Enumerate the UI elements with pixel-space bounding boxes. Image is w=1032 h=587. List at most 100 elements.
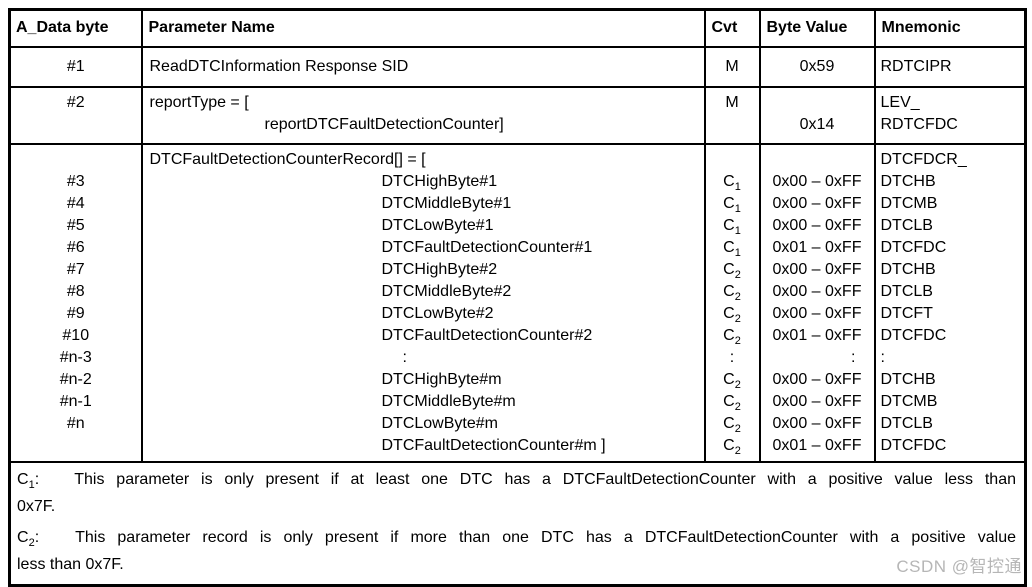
cvt-line (706, 114, 759, 136)
value-line: 0x00 – 0xFF (772, 414, 862, 432)
mnemonic-line: DTCFDCR_ (880, 150, 967, 168)
notes-row: C1: This parameter is only present if at… (8, 460, 1027, 587)
cvt-line: C2 (723, 436, 741, 457)
footnote-line: C1: This parameter is only present if at… (17, 470, 1016, 491)
mnemonic-line: DTCFDC (880, 326, 947, 344)
param-line: DTCLowByte#2 (381, 304, 494, 322)
footnote-line: 0x7F. (17, 497, 56, 515)
row-report-type-cvt-cell: M (703, 85, 761, 145)
cvt-line: C2 (723, 392, 741, 413)
param-line: DTCFaultDetectionCounter#1 (381, 238, 593, 256)
param-line: : (402, 348, 407, 366)
param-line: reportDTCFaultDetectionCounter] (264, 115, 504, 133)
byte-line: #7 (66, 260, 85, 278)
value-line: : (851, 348, 856, 366)
param-line: DTCHighByte#m (381, 370, 502, 388)
mnemonic-line: RDTCFDC (880, 115, 958, 133)
mnemonic-line: DTCMB (880, 392, 938, 410)
cvt-line: M (725, 93, 739, 111)
byte-line: #n-3 (59, 348, 92, 366)
value-line: 0x00 – 0xFF (772, 370, 862, 388)
cvt-line: C2 (723, 414, 741, 435)
byte-line: #n-2 (59, 370, 92, 388)
value-line: 0x00 – 0xFF (772, 216, 862, 234)
csdn-watermark: CSDN @智控通 (896, 557, 1022, 576)
cvt-line: C1 (723, 238, 741, 259)
row-record-byte-cell: #3#4#5#6#7#8#9#10#n-3#n-2#n-1#n (8, 142, 143, 463)
mnemonic-line: : (880, 348, 885, 366)
mnemonic-line: DTCMB (880, 194, 938, 212)
cvt-line: C2 (723, 370, 741, 391)
param-line: DTCMiddleByte#1 (381, 194, 512, 212)
row-sid-mnemonic-cell: RDTCIPR (873, 45, 1027, 88)
cvt-line: C1 (723, 172, 741, 193)
column-header-byte-value: Byte Value (758, 8, 876, 48)
byte-line (11, 435, 141, 457)
value-line: 0x01 – 0xFF (772, 436, 862, 454)
value-line: 0x00 – 0xFF (772, 172, 862, 190)
table-footnotes: C1: This parameter is only present if at… (8, 460, 1027, 587)
mnemonic-line: LEV_ (880, 93, 920, 111)
footnote-line: C2: This parameter record is only presen… (17, 528, 1016, 549)
value-line: 0x59 (799, 57, 835, 75)
byte-line (11, 149, 141, 171)
row-sid-value-cell: 0x59 (758, 45, 876, 88)
mnemonic-line: DTCFT (880, 304, 933, 322)
param-line: DTCHighByte#1 (381, 172, 498, 190)
byte-line: #2 (66, 93, 85, 111)
mnemonic-line: DTCFDC (880, 436, 947, 454)
cvt-line: C1 (723, 216, 741, 237)
column-header-mnemonic: Mnemonic (873, 8, 1027, 48)
footnote-c1: C1: This parameter is only present if at… (17, 469, 1016, 518)
value-line: 0x00 – 0xFF (772, 392, 862, 410)
value-line (761, 92, 874, 114)
cvt-line (706, 149, 759, 171)
param-line: reportType = [ (149, 93, 249, 111)
param-line: DTCMiddleByte#2 (381, 282, 512, 300)
value-line: 0x00 – 0xFF (772, 282, 862, 300)
value-line: 0x00 – 0xFF (772, 260, 862, 278)
row-report-type: #2 reportType = [ reportDTCFaultDetectionC… (8, 85, 1027, 145)
param-line: DTCLowByte#1 (381, 216, 494, 234)
param-line: ReadDTCInformation Response SID (149, 57, 409, 75)
param-line: DTCFaultDetectionCounterRecord[] = [ (149, 150, 426, 168)
cvt-line: C2 (723, 326, 741, 347)
column-header-a-data-byte: A_Data byte (8, 8, 143, 48)
header-row: A_Data byte Parameter Name Cvt Byte Valu… (8, 8, 1027, 48)
column-header-cvt: Cvt (703, 8, 761, 48)
cvt-line: M (725, 57, 739, 75)
value-line: 0x01 – 0xFF (772, 238, 862, 256)
value-line: 0x01 – 0xFF (772, 326, 862, 344)
byte-line: #n-1 (59, 392, 92, 410)
param-line: DTCMiddleByte#m (381, 392, 516, 410)
row-report-type-mnemonic-cell: LEV_ RDTCFDC (873, 85, 1027, 145)
byte-line: #3 (66, 172, 85, 190)
notes-cell: C1: This parameter is only present if at… (8, 460, 1027, 587)
byte-line: #n (66, 414, 85, 432)
mnemonic-line: DTCLB (880, 414, 933, 432)
cvt-line: C1 (723, 194, 741, 215)
mnemonic-line: DTCHB (880, 260, 936, 278)
row-sid-byte-cell: #1 (8, 45, 143, 88)
row-report-type-value-cell: 0x14 (758, 85, 876, 145)
param-line: DTCLowByte#m (381, 414, 498, 432)
value-line: 0x00 – 0xFF (772, 304, 862, 322)
row-sid: #1 ReadDTCInformation Response SID M 0x59 RD… (8, 45, 1027, 88)
param-line: DTCFaultDetectionCounter#m ] (381, 436, 606, 454)
mnemonic-line: RDTCIPR (880, 57, 952, 75)
row-sid-param-cell: ReadDTCInformation Response SID (140, 45, 706, 88)
row-report-type-param-cell: reportType = [ reportDTCFaultDetectionCou… (140, 85, 706, 145)
cvt-line: C2 (723, 282, 741, 303)
dtc-spec-table: A_Data byte Parameter Name Cvt Byte Valu… (8, 8, 1027, 587)
byte-line: #1 (66, 57, 85, 75)
footnote-c2: C2: This parameter record is only presen… (17, 527, 1016, 576)
mnemonic-line: DTCLB (880, 216, 933, 234)
byte-line: #6 (66, 238, 85, 256)
byte-line (11, 114, 141, 136)
value-line: 0x00 – 0xFF (772, 194, 862, 212)
cvt-line: C2 (723, 304, 741, 325)
row-report-type-byte-cell: #2 (8, 85, 143, 145)
cvt-line: C2 (723, 260, 741, 281)
